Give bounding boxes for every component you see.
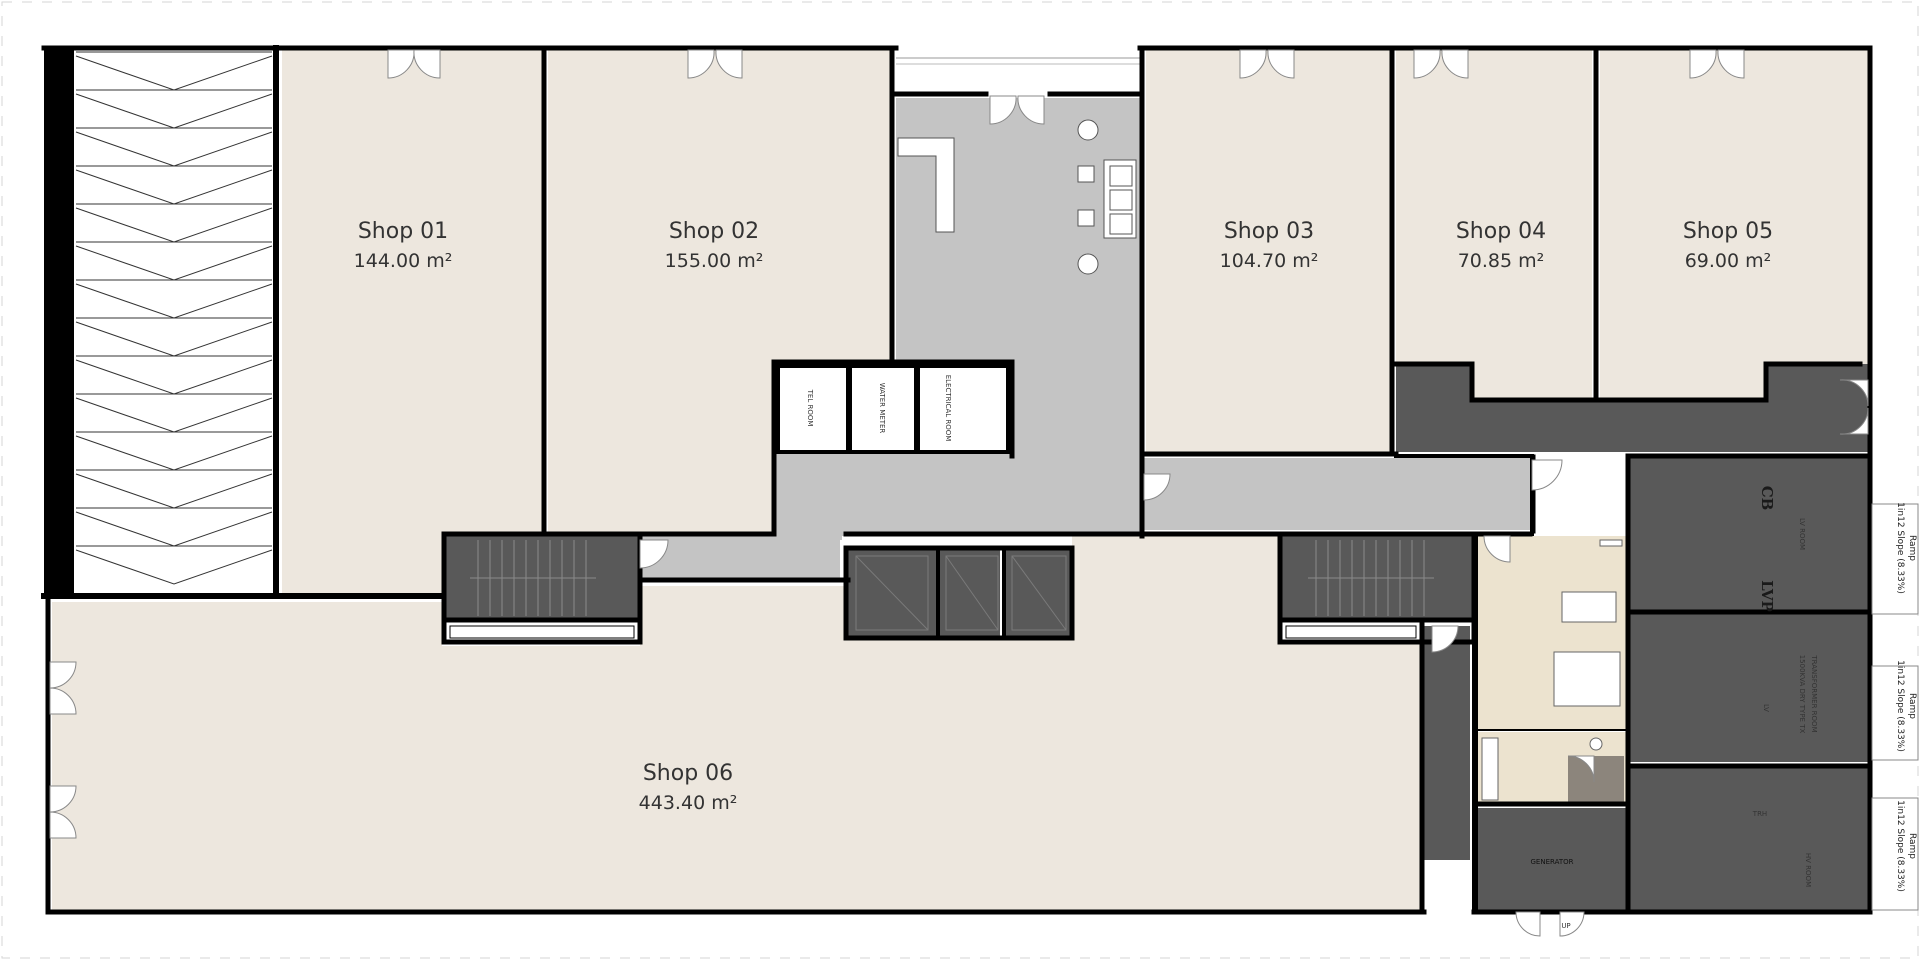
- shop-05-floor: [1600, 50, 1868, 400]
- lobby: [896, 98, 1140, 532]
- kitchen-counter: [1481, 737, 1499, 801]
- shop-01-floor: [282, 50, 542, 594]
- corridor-east: [1140, 458, 1530, 530]
- apartment-bath: [1568, 756, 1624, 804]
- armchair-1: [1077, 119, 1099, 141]
- lobby-furniture: [897, 119, 1137, 275]
- shop-05-name: Shop 05: [1683, 219, 1773, 244]
- shop-03-name: Shop 03: [1224, 219, 1314, 244]
- shop-02-area: 155.00 m²: [665, 250, 764, 272]
- water-meter-room: [848, 364, 918, 454]
- electrical-room: [916, 364, 1010, 454]
- ramp-1-title: Ramp: [1907, 535, 1917, 561]
- shop-02-name: Shop 02: [669, 219, 759, 244]
- transformer-room-label: TRANSFORMER ROOM: [1810, 654, 1818, 732]
- lift-diagonals: [855, 555, 1067, 631]
- shop-06-name: Shop 06: [643, 761, 733, 786]
- utility-labels: TEL ROOM WATER METER ELECTRICAL ROOM LV …: [806, 375, 1818, 887]
- side-table-2: [1077, 209, 1095, 227]
- hv-room-area: [1630, 768, 1870, 910]
- shop-labels: Shop 01 144.00 m² Shop 02 155.00 m² Shop…: [354, 219, 1773, 814]
- side-table-1: [1077, 165, 1095, 183]
- service-shaft: [1424, 626, 1470, 860]
- generator-label: GENERATOR: [1531, 858, 1574, 866]
- exterior-ramps: [1871, 503, 1919, 911]
- shop-06-area: 443.40 m²: [639, 792, 738, 814]
- reception-desk: [897, 137, 955, 233]
- service-corridor: [1396, 364, 1868, 452]
- shop-06-floor: [52, 536, 1420, 910]
- apartment-furniture: [1481, 539, 1623, 801]
- lift-2: [940, 550, 1000, 636]
- shop-05-area: 69.00 m²: [1685, 250, 1772, 272]
- stair-treads-east: [1308, 540, 1434, 616]
- lv-room-area: [1630, 458, 1870, 610]
- shop-01-area: 144.00 m²: [354, 250, 453, 272]
- stair-treads-west: [470, 540, 596, 616]
- walls: [41, 45, 1873, 915]
- ramp-chevrons: [75, 51, 273, 585]
- shop-04-name: Shop 04: [1456, 219, 1546, 244]
- shop-03-floor: [1146, 50, 1390, 452]
- apartment-sofa: [1561, 591, 1617, 623]
- electrical-room-label: ELECTRICAL ROOM: [944, 375, 952, 442]
- armchair-2: [1077, 253, 1099, 275]
- cb-label: CB: [1758, 486, 1776, 511]
- water-meter-label: WATER METER: [878, 383, 886, 434]
- lvp-label: LVP: [1758, 580, 1776, 612]
- corridor-west: [640, 536, 840, 578]
- ramp-3-slope: 1in12 Slope (8.33%): [1895, 800, 1905, 892]
- tel-room-label: TEL ROOM: [806, 389, 814, 427]
- trh-label: TRH: [1752, 810, 1767, 818]
- doors: [49, 49, 1869, 937]
- ramp-1-slope: 1in12 Slope (8.33%): [1895, 502, 1905, 594]
- ramp-2-slope: 1in12 Slope (8.33%): [1895, 660, 1905, 752]
- ramp-labels: Ramp 1in12 Slope (8.33%) Ramp 1in12 Slop…: [1895, 502, 1917, 892]
- apartment-bed: [1553, 651, 1621, 707]
- tel-room: [776, 364, 850, 454]
- ramp-2-title: Ramp: [1907, 693, 1917, 719]
- shop-01-name: Shop 01: [358, 219, 448, 244]
- lv-label: LV: [1762, 704, 1770, 712]
- generator-room-area: [1478, 808, 1626, 910]
- hv-room-label: HV ROOM: [1804, 853, 1812, 887]
- lv-room-label: LV ROOM: [1798, 518, 1806, 550]
- shop-04-floor: [1396, 50, 1592, 400]
- shop-03-area: 104.70 m²: [1220, 250, 1319, 272]
- corridor-mid: [778, 452, 898, 536]
- parking-ramp-zone: [76, 52, 272, 594]
- entry-up-marker: UP: [1561, 922, 1570, 930]
- ramp-3-title: Ramp: [1907, 833, 1917, 859]
- transformer-sub-label: 1500KVA DRY TYPE TX: [1798, 655, 1806, 734]
- transformer-room-area: [1630, 614, 1870, 762]
- shop-04-area: 70.85 m²: [1458, 250, 1545, 272]
